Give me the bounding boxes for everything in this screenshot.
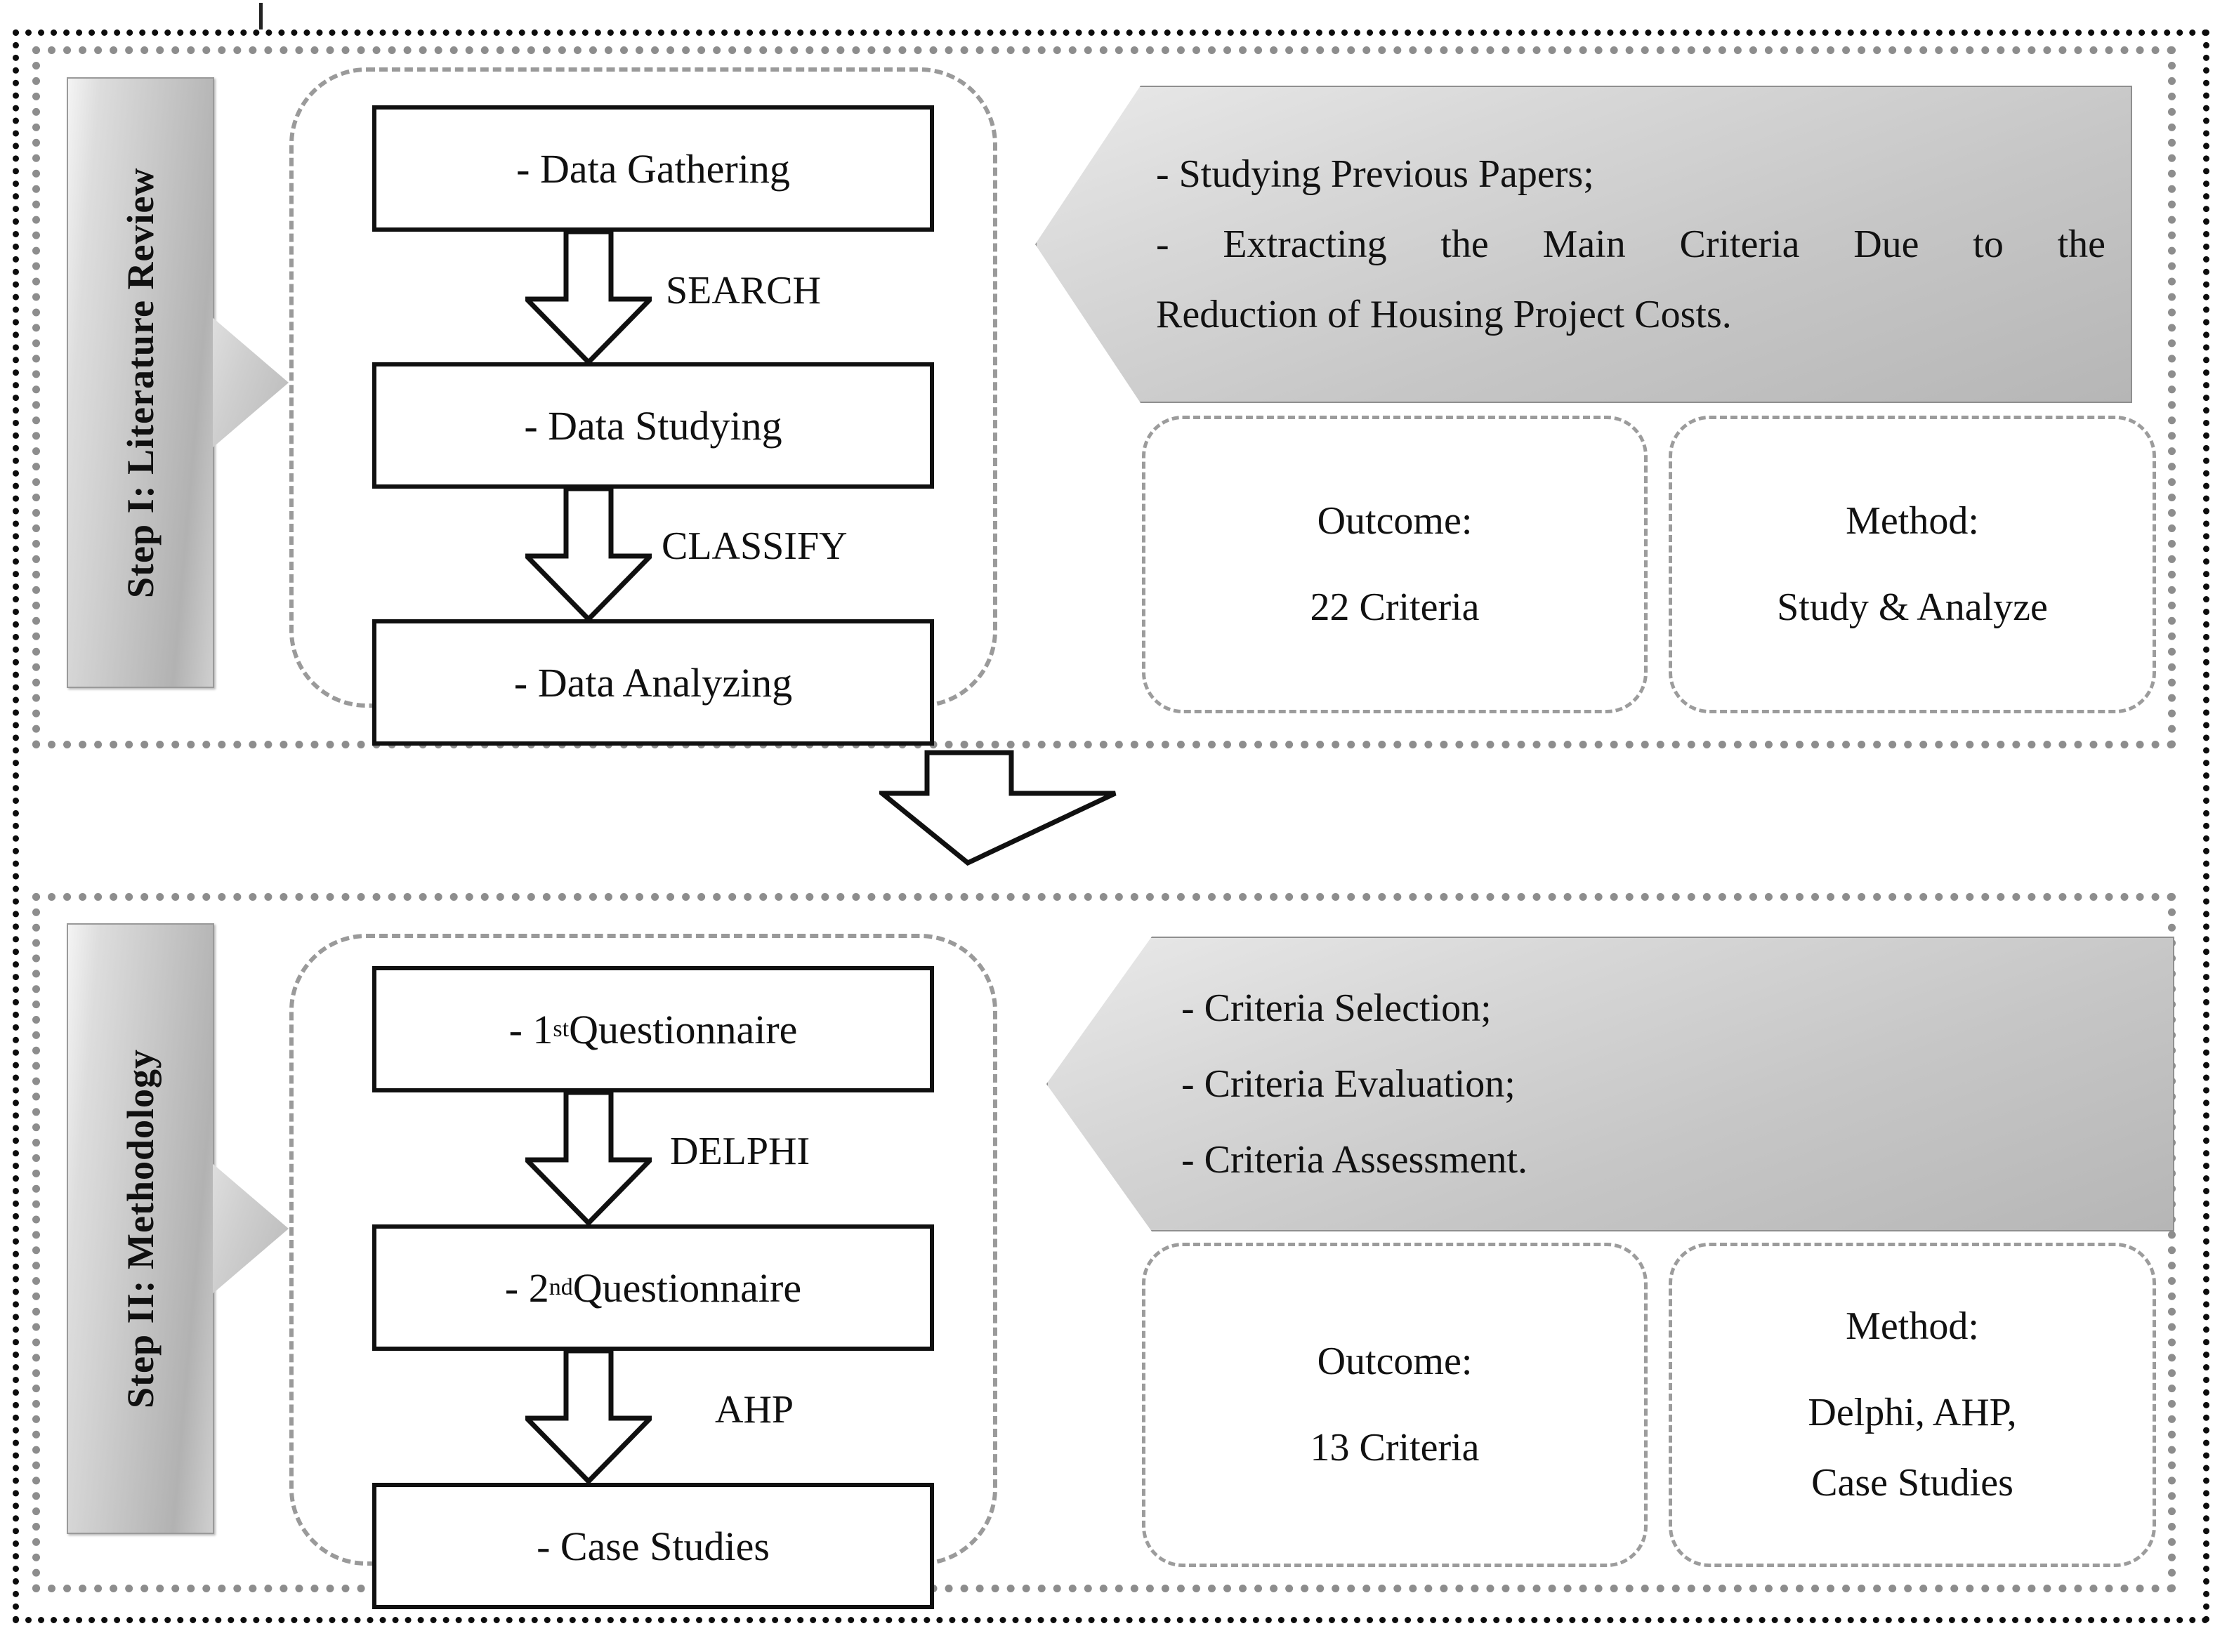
step-1-method-title: Method: (1846, 499, 1979, 543)
step-2-label-body (67, 923, 214, 1534)
step-2-callout-line-3: - Criteria Assessment. (1181, 1138, 1528, 1182)
step-1-box-1[interactable]: - Data Gathering (372, 105, 934, 232)
step-1-label-text: Step I: Literature Review (119, 167, 162, 598)
step-1-callout-line-1: - Studying Previous Papers; (1156, 152, 1594, 196)
step-2-arrow-2-caption: AHP (715, 1388, 794, 1432)
step-1-flow-container: - Data Gathering SEARCH - Data Studying … (289, 67, 997, 746)
step-2-method-value-line-1: Delphi, AHP, (1808, 1390, 2017, 1434)
step-2-box-3[interactable]: - Case Studies (372, 1483, 934, 1609)
step-1-outcome-value: 22 Criteria (1310, 586, 1480, 629)
step-1-label-body (67, 77, 214, 688)
step-1-arrow-2 (525, 489, 652, 621)
step-2-outcome-value: 13 Criteria (1310, 1426, 1480, 1469)
step-2-method-value-line-2: Case Studies (1811, 1461, 2013, 1505)
step-1-box-2[interactable]: - Data Studying (372, 362, 934, 489)
step-1-method-card: Method: Study & Analyze (1669, 416, 2156, 713)
step-2-box-1-prefix: - 1 (508, 1006, 553, 1052)
step-2-frame (32, 893, 2176, 1592)
step-2-arrow-1-caption: DELPHI (670, 1130, 810, 1173)
step-1-label-arrowhead (213, 317, 289, 448)
tick-mark-artifact (259, 3, 263, 29)
step-1-arrow-1 (525, 232, 652, 364)
step-1-outcome-title: Outcome: (1317, 499, 1473, 543)
step-2-callout-line-2: - Criteria Evaluation; (1181, 1062, 1516, 1106)
step-2-method-card: Method: Delphi, AHP, Case Studies (1669, 1243, 2156, 1567)
step-1-callout-line-3: Reduction of Housing Project Costs. (1156, 293, 1732, 336)
step-2-callout-line-1: - Criteria Selection; (1181, 986, 1492, 1030)
step-1-box-3[interactable]: - Data Analyzing (372, 619, 934, 746)
step-2-box-2-prefix: - 2 (504, 1264, 549, 1311)
step-2-callout: - Criteria Selection; - Criteria Evaluat… (1046, 937, 2174, 1231)
step-1-arrow-1-caption: SEARCH (666, 269, 821, 312)
step-2-method-title: Method: (1846, 1304, 1979, 1348)
step-2-label-arrowhead (213, 1163, 289, 1294)
step-1-callout: - Studying Previous Papers; - Extracting… (1035, 86, 2132, 403)
step-2-box-1-suffix: Questionnaire (569, 1006, 798, 1052)
step-2-outcome-card: Outcome: 13 Criteria (1142, 1243, 1648, 1567)
step-1-label-arrow: Step I: Literature Review (67, 77, 289, 688)
step-1-frame (32, 46, 2176, 748)
step-1-callout-line-2: - Extracting the Main Criteria Due to th… (1156, 223, 2105, 266)
step-2-arrow-2 (525, 1351, 652, 1483)
step-1-to-step-2-arrow (879, 750, 1118, 866)
step-1-outcome-card: Outcome: 22 Criteria (1142, 416, 1648, 713)
step-2-label-text: Step II: Methodology (119, 1049, 162, 1409)
step-1-method-value: Study & Analyze (1777, 586, 2048, 629)
step-2-outcome-title: Outcome: (1317, 1340, 1473, 1384)
step-2-label-arrow: Step II: Methodology (67, 923, 289, 1534)
step-2-box-2-suffix: Questionnaire (572, 1264, 802, 1311)
step-1-arrow-2-caption: CLASSIFY (662, 524, 848, 568)
step-2-arrow-1 (525, 1092, 652, 1224)
